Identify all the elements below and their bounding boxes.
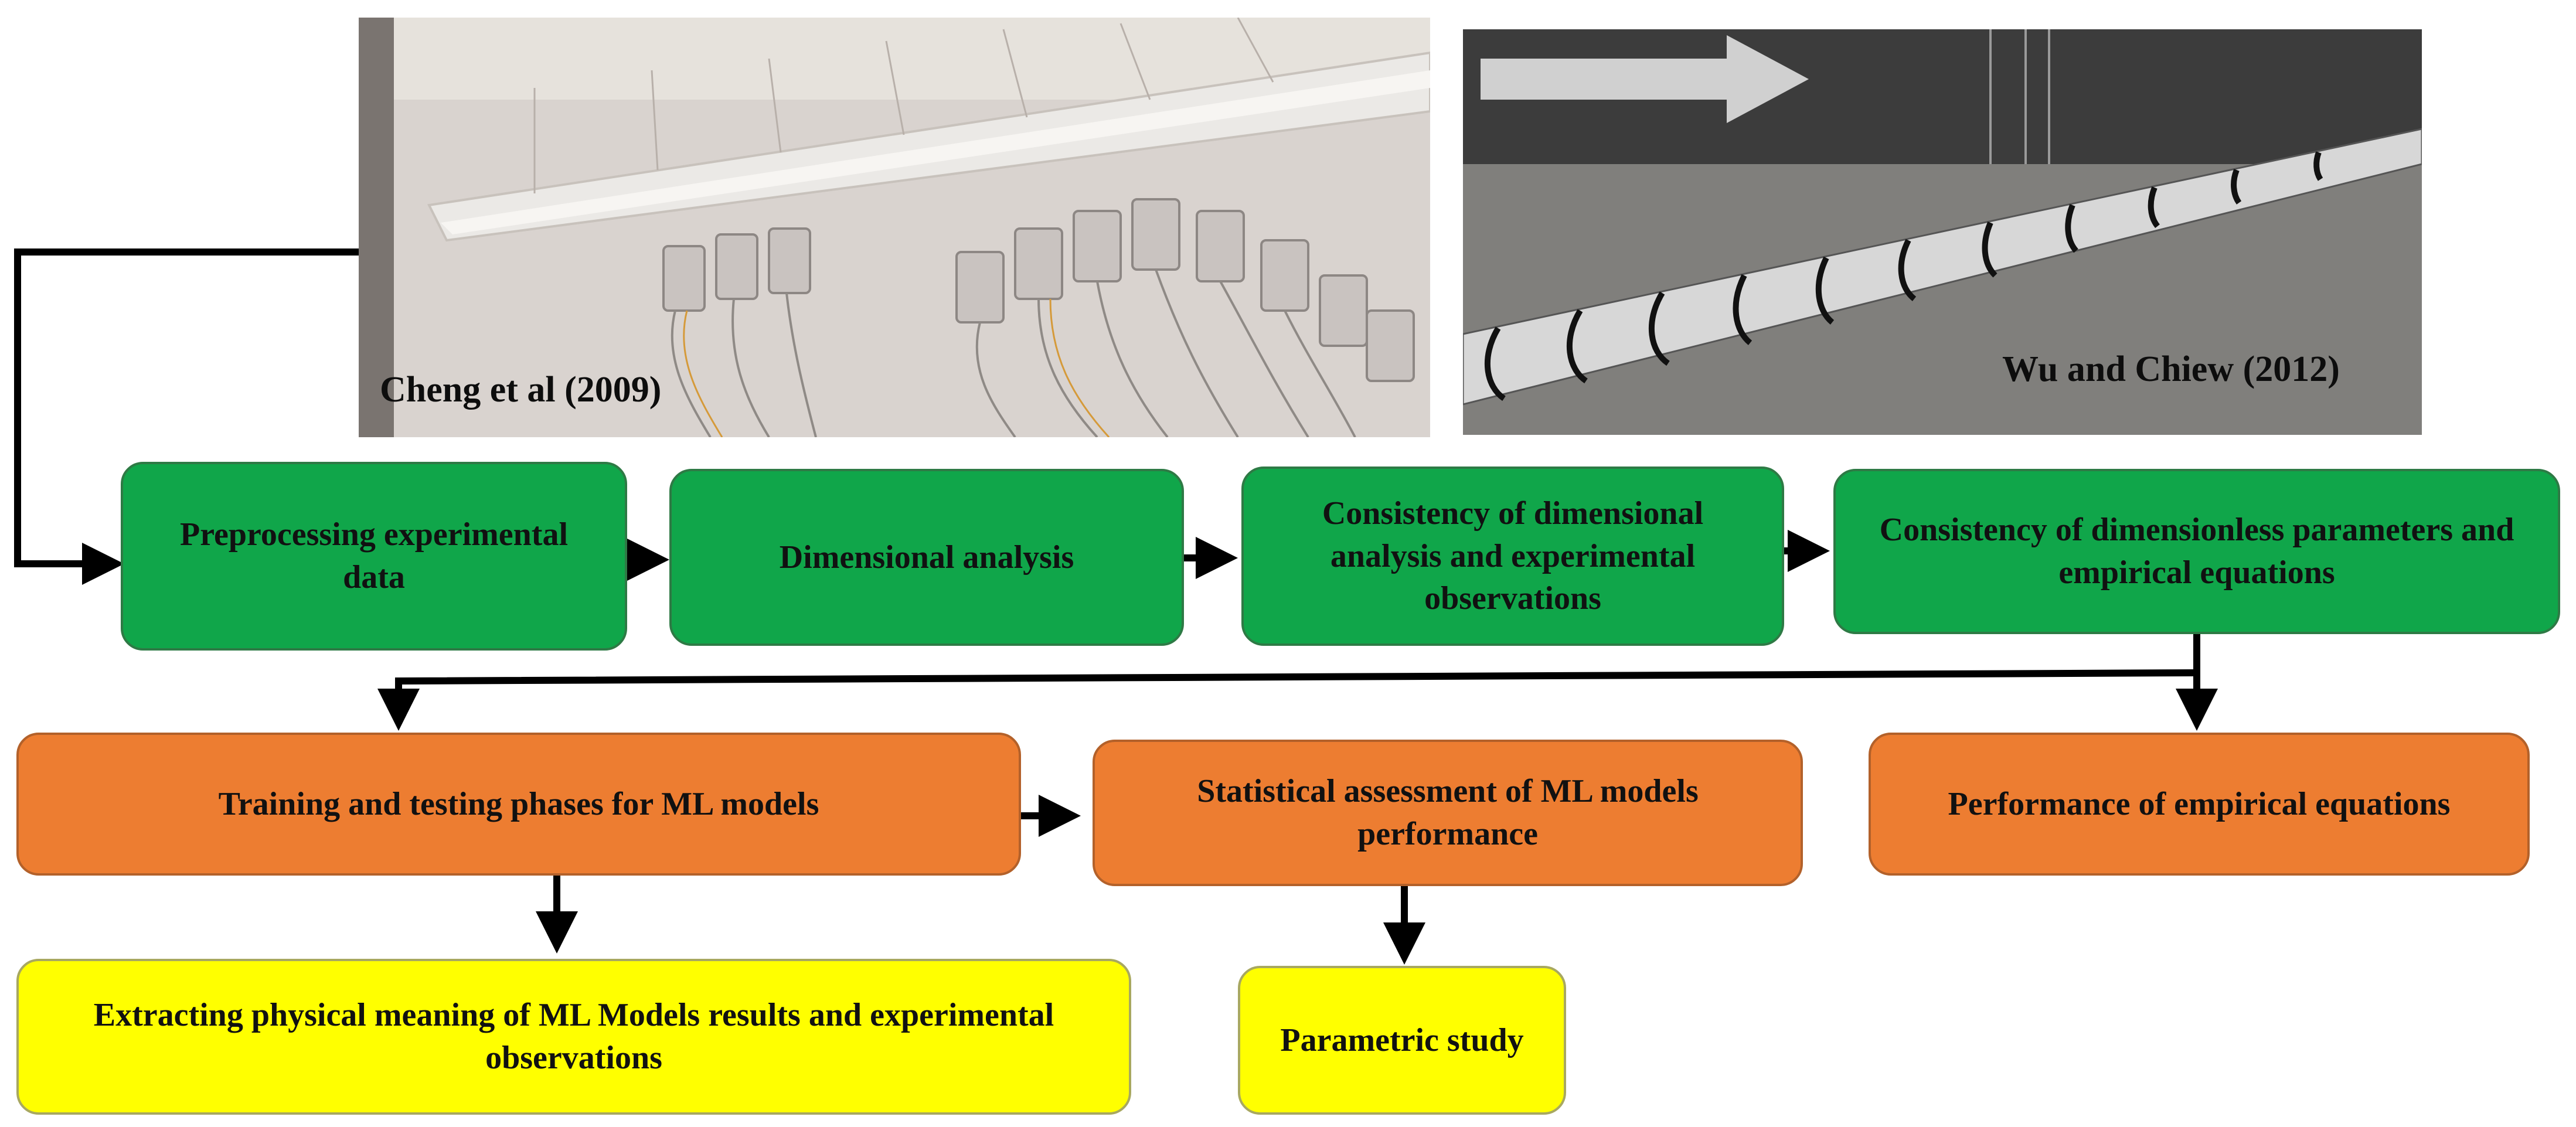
step-dimensional-label: Dimensional analysis — [779, 539, 1074, 576]
step-consistency-dimensionless: Consistency of dimensionless parameters … — [1833, 469, 2560, 634]
step-extracting-label: Extracting physical meaning of ML Models… — [93, 997, 1054, 1076]
cheng-photo-illustration — [359, 18, 1430, 437]
step-dimensional-analysis: Dimensional analysis — [669, 469, 1184, 646]
step-performance-empirical: Performance of empirical equations — [1869, 733, 2530, 876]
step-extracting-physical-meaning: Extracting physical meaning of ML Models… — [16, 959, 1131, 1115]
step-preprocessing-label: Preprocessing experimental data — [179, 516, 569, 595]
experiment-photo-wu-chiew: Wu and Chiew (2012) — [1463, 29, 2422, 435]
arrow-branch-to-training — [377, 669, 2197, 731]
step-consistency-dimensional-label: Consistency of dimensional analysis and … — [1322, 495, 1704, 617]
experiment-photo-cheng: Cheng et al (2009) — [359, 18, 1430, 437]
photo-caption-cheng: Cheng et al (2009) — [380, 370, 662, 410]
wu-chiew-photo-illustration — [1463, 29, 2422, 435]
arrow-photo-to-preprocessing — [14, 248, 359, 585]
step-parametric-label: Parametric study — [1280, 1022, 1524, 1058]
step-statistical-assessment: Statistical assessment of ML models perf… — [1093, 740, 1803, 886]
step-consistency-dimensional: Consistency of dimensional analysis and … — [1241, 467, 1784, 646]
step-training-testing: Training and testing phases for ML model… — [16, 733, 1021, 876]
step-performance-empirical-label: Performance of empirical equations — [1948, 785, 2451, 822]
step-preprocessing-data: Preprocessing experimental data — [121, 462, 627, 651]
step-parametric-study: Parametric study — [1238, 966, 1566, 1115]
step-training-testing-label: Training and testing phases for ML model… — [218, 785, 819, 822]
step-statistical-assessment-label: Statistical assessment of ML models perf… — [1197, 773, 1699, 852]
step-consistency-dimensionless-label: Consistency of dimensionless parameters … — [1879, 512, 2514, 591]
photo-caption-wu-chiew: Wu and Chiew (2012) — [2002, 349, 2340, 389]
